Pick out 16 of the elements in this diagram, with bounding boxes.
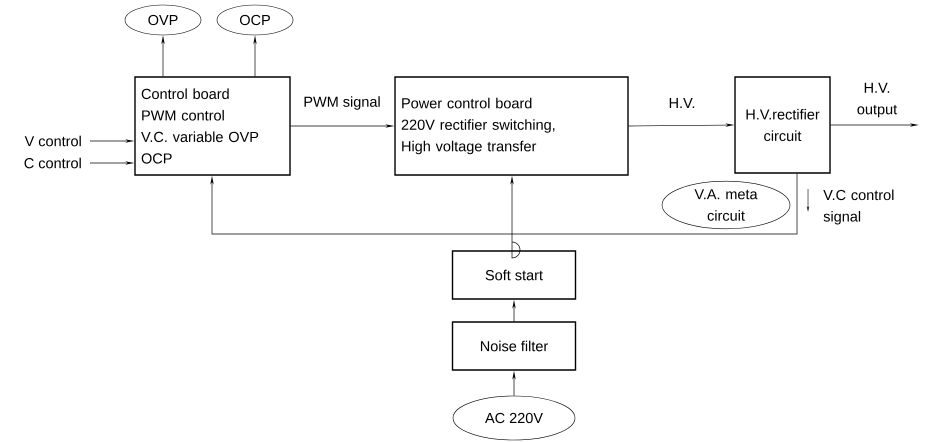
process-box: Noise filter — [452, 321, 576, 371]
edge-label: H.V. output — [851, 82, 903, 118]
power-board-box: Power control board 220V rectifier switching, High voltage transfer — [394, 76, 629, 176]
signal-label: V.C control signal — [823, 190, 894, 225]
edge-label: PWM signal — [302, 95, 382, 111]
ellipse-node: OCP — [216, 4, 294, 36]
input-label: C control — [24, 158, 81, 168]
ellipse-node: V.A. meta circuit — [662, 180, 790, 230]
ellipse-node: OVP — [124, 4, 202, 36]
input-label: V control — [24, 136, 81, 146]
arrow — [210, 173, 798, 234]
edge-label: H.V. — [668, 97, 696, 109]
process-box: Soft start — [452, 250, 576, 300]
rectifier-box: H.V.rectifier circuit — [734, 76, 831, 174]
ellipse-node: AC 220V — [452, 396, 576, 440]
control-board-box: Control board PWM control V.C. variable OVP OCP — [134, 76, 291, 176]
